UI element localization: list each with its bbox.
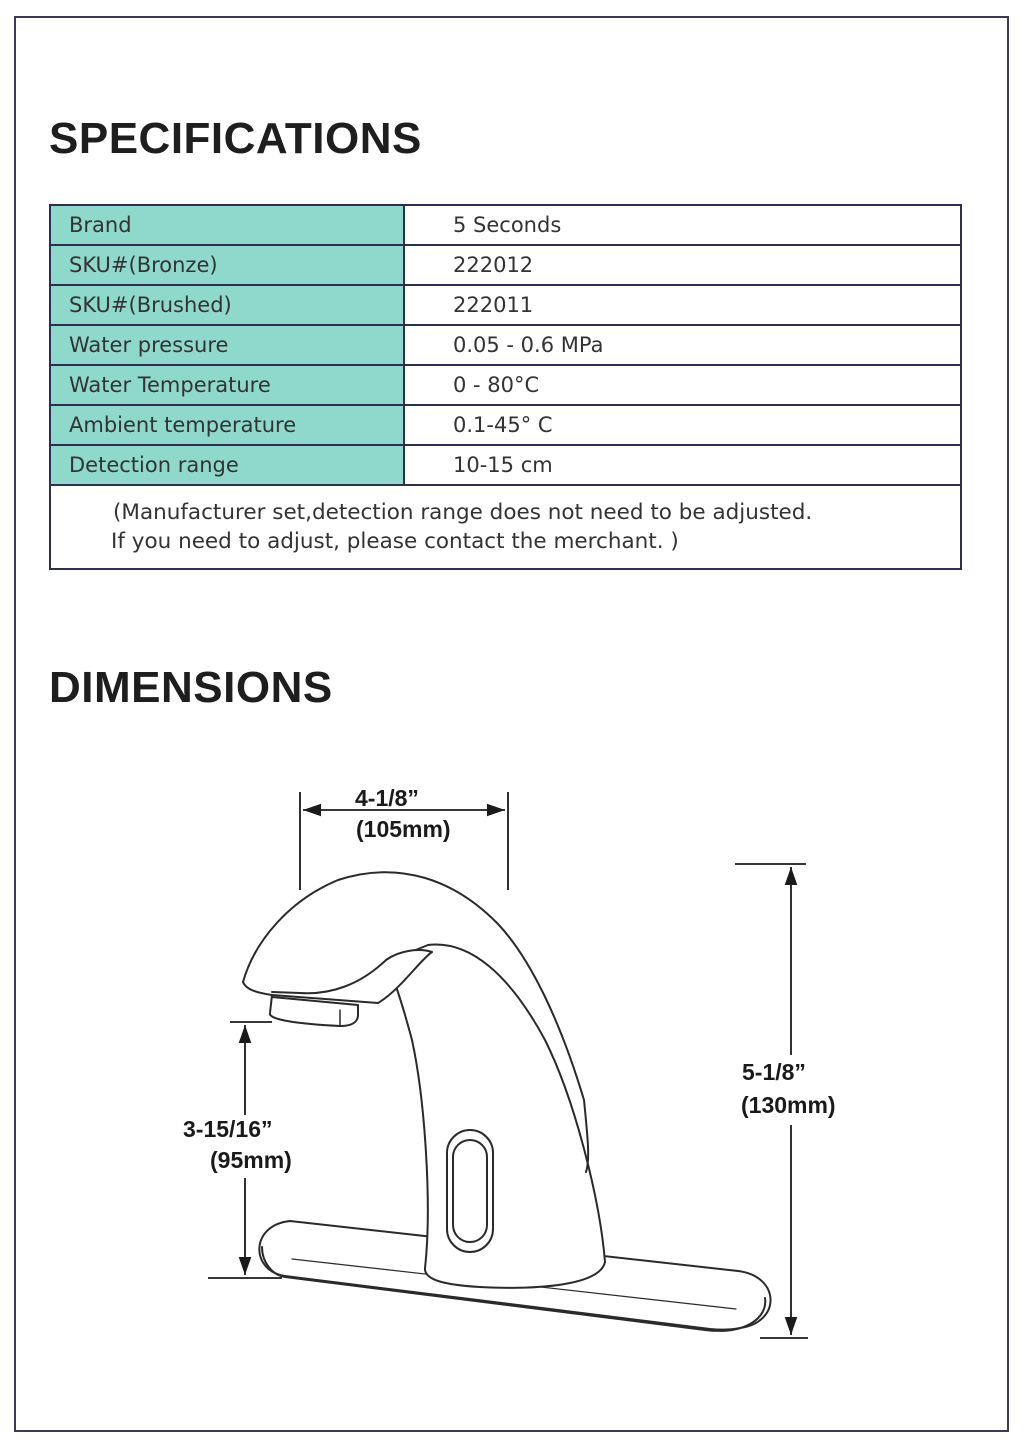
spec-value-sku-brushed: 222011 (403, 284, 962, 326)
spec-label-water-temperature: Water Temperature (49, 364, 405, 406)
spout-height-mm-label: (95mm) (210, 1147, 292, 1173)
table-row: Water pressure 0.05 - 0.6 MPa (49, 324, 962, 366)
table-row: Brand 5 Seconds (49, 204, 962, 246)
table-row: Detection range 10-15 cm (49, 444, 962, 486)
spec-label-sku-brushed: SKU#(Brushed) (49, 284, 405, 326)
spec-label-water-pressure: Water pressure (49, 324, 405, 366)
spout-height-inches-label: 3-15/16” (183, 1116, 273, 1142)
spec-value-water-temperature: 0 - 80°C (403, 364, 962, 406)
spec-label-sku-bronze: SKU#(Bronze) (49, 244, 405, 286)
note-line-2: If you need to adjust, please contact th… (111, 529, 679, 554)
page-frame (14, 16, 1009, 1432)
spout-head (242, 949, 433, 1004)
table-row: Ambient temperature 0.1-45° C (49, 404, 962, 446)
table-row: SKU#(Brushed) 222011 (49, 284, 962, 326)
table-row-note: (Manufacturer set,detection range does n… (49, 484, 962, 570)
width-dimension (299, 792, 509, 890)
spout-height-dimension (208, 1021, 282, 1279)
spec-label-ambient-temperature: Ambient temperature (49, 404, 405, 446)
spec-value-water-pressure: 0.05 - 0.6 MPa (403, 324, 962, 366)
faucet-body (385, 943, 606, 1289)
spec-value-ambient-temperature: 0.1-45° C (403, 404, 962, 446)
total-height-dimension (735, 863, 808, 1339)
specifications-table: Brand 5 Seconds SKU#(Bronze) 222012 SKU#… (49, 204, 962, 570)
total-height-inches-label: 5-1/8” (742, 1059, 806, 1085)
width-mm-label: (105mm) (356, 816, 451, 842)
total-height-mm-label: (130mm) (741, 1092, 836, 1118)
spec-value-sku-bronze: 222012 (403, 244, 962, 286)
deck-plate-edge (261, 1246, 767, 1332)
note-line-1: (Manufacturer set,detection range does n… (113, 500, 813, 525)
spout-top (242, 871, 590, 1173)
width-inches-label: 4-1/8” (355, 785, 419, 811)
table-row: SKU#(Bronze) 222012 (49, 244, 962, 286)
detection-range-note: (Manufacturer set,detection range does n… (49, 484, 962, 570)
dimensions-heading: DIMENSIONS (49, 663, 333, 712)
spec-label-brand: Brand (49, 204, 405, 246)
spec-label-detection-range: Detection range (49, 444, 405, 486)
specifications-heading: SPECIFICATIONS (49, 114, 422, 163)
faucet-illustration (242, 871, 772, 1332)
spec-value-brand: 5 Seconds (403, 204, 962, 246)
table-row: Water Temperature 0 - 80°C (49, 364, 962, 406)
sensor-window (446, 1129, 494, 1253)
spec-value-detection-range: 10-15 cm (403, 444, 962, 486)
